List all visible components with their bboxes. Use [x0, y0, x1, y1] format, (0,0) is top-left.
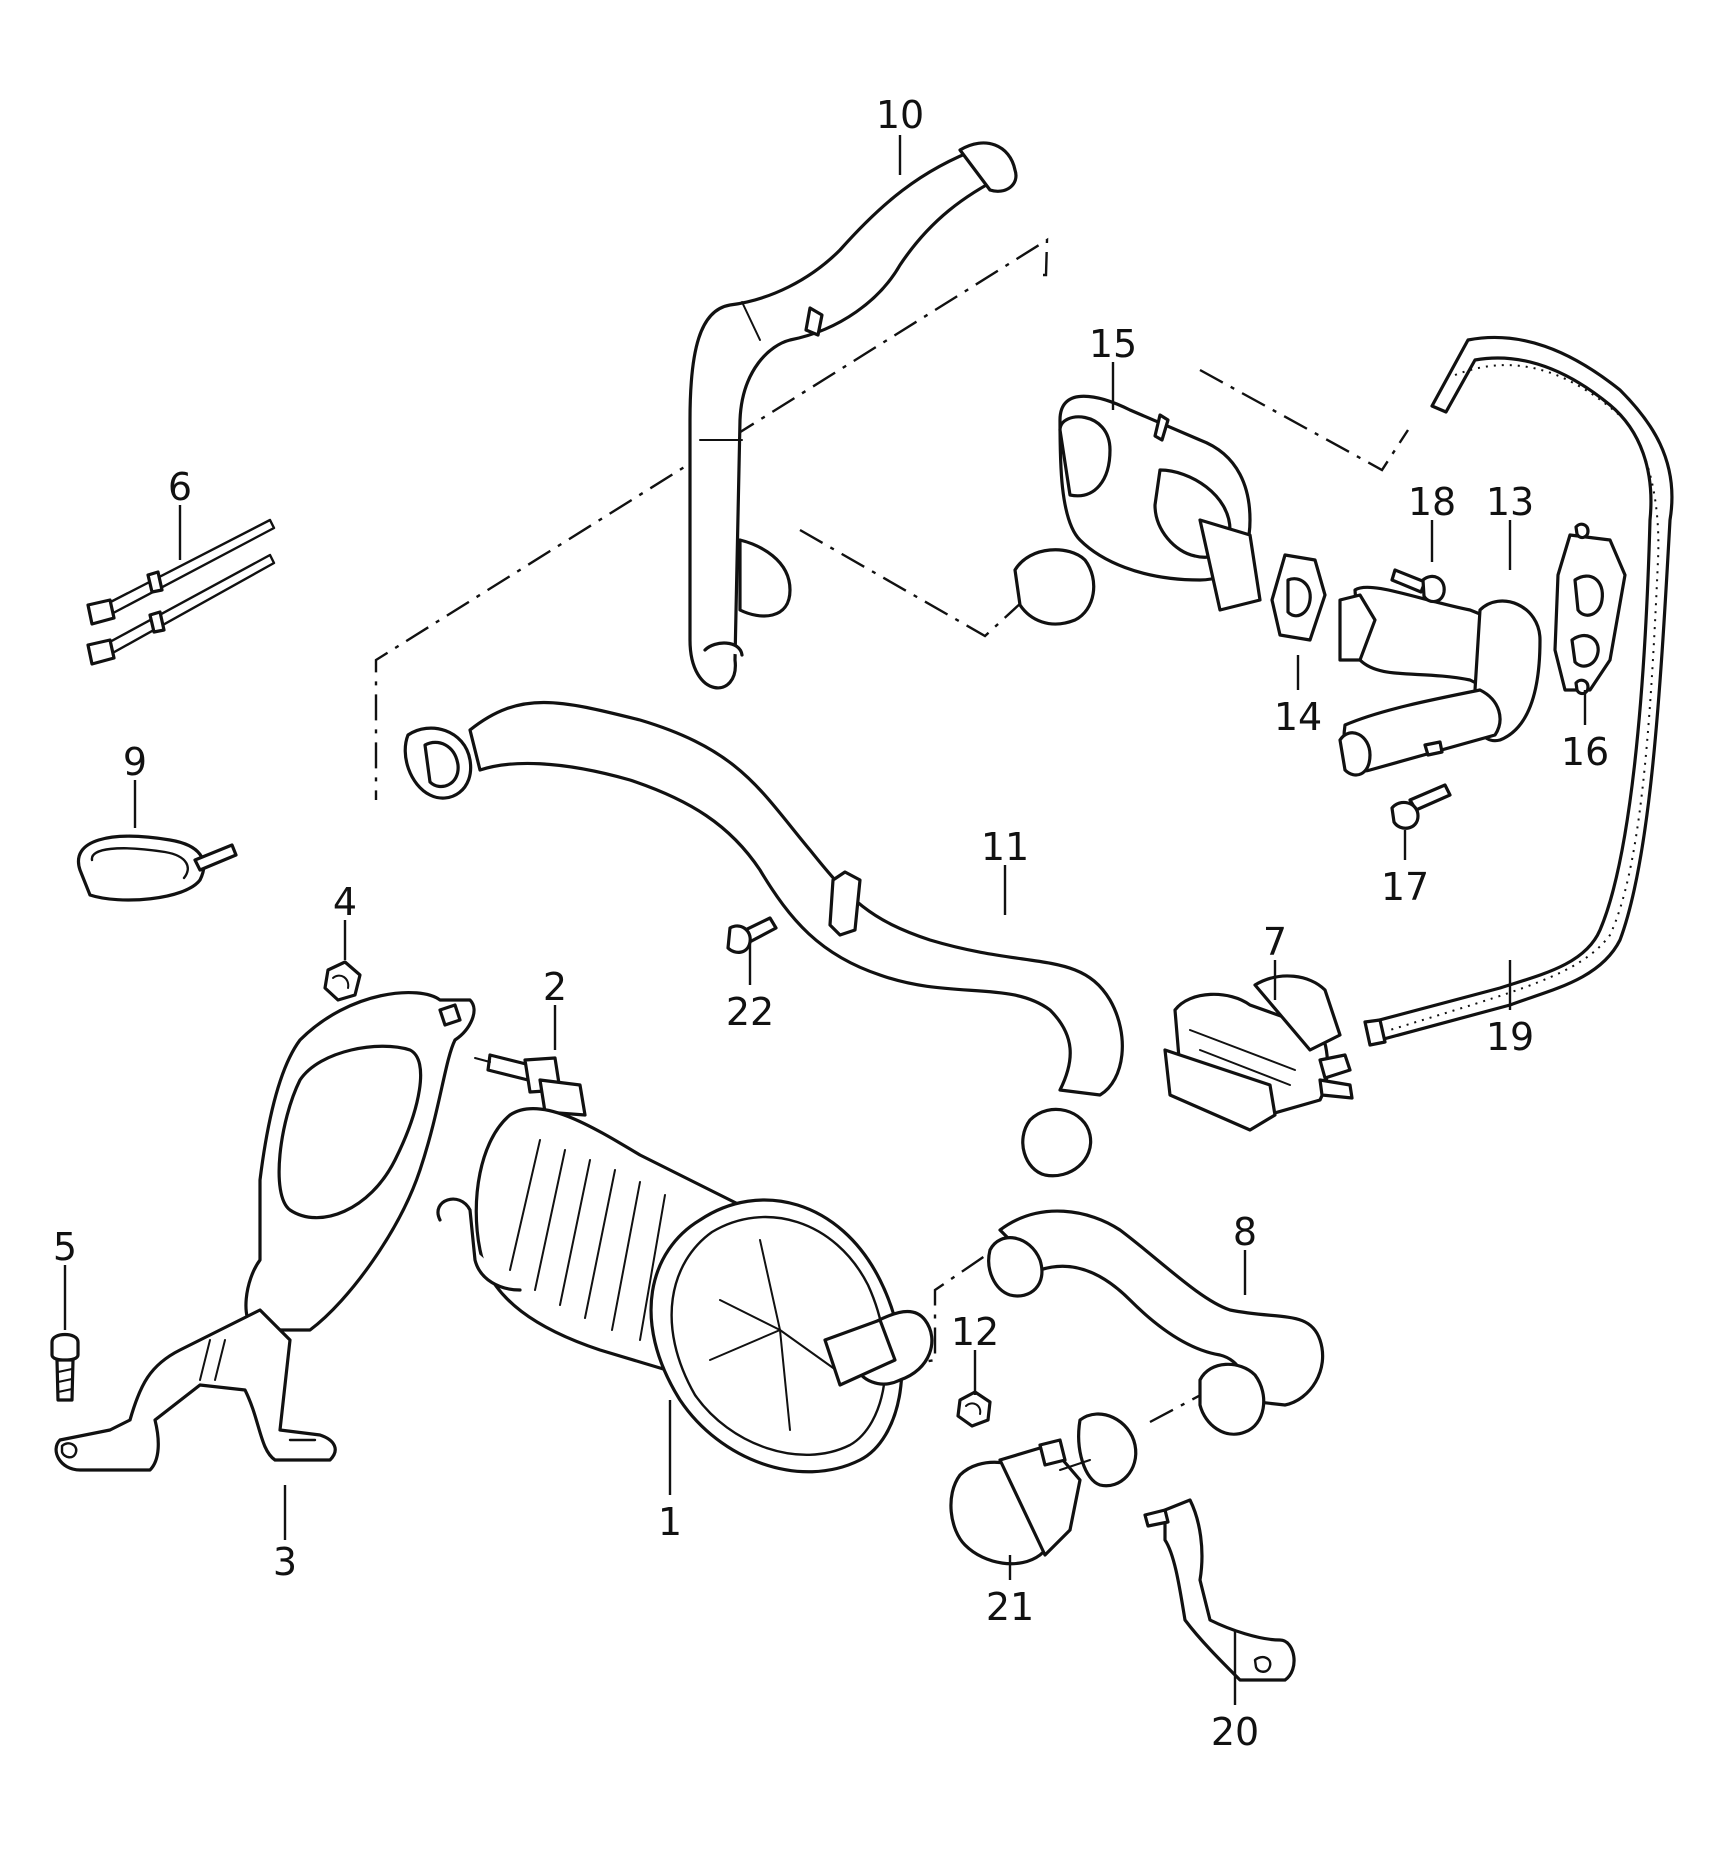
callout-11: 11 [981, 825, 1029, 869]
part-9-clamp-band [76, 834, 238, 902]
part-16-flange-gasket [1553, 522, 1627, 696]
part-7-solenoid-valve [1163, 974, 1354, 1132]
part-22-bolt [726, 916, 778, 954]
callout-14: 14 [1274, 695, 1322, 739]
callout-18: 18 [1408, 480, 1456, 524]
callout-labels: 1 2 3 4 5 6 7 8 9 10 11 12 13 14 15 16 1… [53, 93, 1609, 1754]
callout-2: 2 [543, 965, 567, 1009]
part-21-non-return-valve [949, 1412, 1138, 1566]
callout-4: 4 [333, 880, 357, 924]
part-4-nut [323, 960, 362, 1002]
callout-9: 9 [123, 740, 147, 784]
part-3-bracket [54, 990, 476, 1472]
part-6-cable-ties [86, 518, 276, 666]
part-18-bolt [1390, 568, 1446, 604]
part-15-combi-valve [1013, 394, 1262, 626]
callout-8: 8 [1233, 1210, 1257, 1254]
part-11-long-hose [403, 700, 1124, 1178]
callout-19: 19 [1486, 1015, 1534, 1059]
part-2-sensor [474, 1053, 587, 1117]
part-5-bolt [50, 1332, 80, 1402]
callout-13: 13 [1486, 480, 1534, 524]
part-8-lower-hose [987, 1209, 1325, 1436]
callout-22: 22 [726, 990, 774, 1034]
leader-lines [63, 135, 1587, 1705]
part-14-gasket [1270, 553, 1327, 642]
callout-6: 6 [168, 465, 192, 509]
callout-17: 17 [1381, 865, 1429, 909]
part-10-upper-hose [688, 141, 1018, 690]
part-19-vacuum-hose [1363, 335, 1674, 1047]
callout-10: 10 [876, 93, 924, 137]
callout-15: 15 [1089, 322, 1137, 366]
callout-5: 5 [53, 1225, 77, 1269]
callout-1: 1 [658, 1500, 682, 1544]
part-12-nut [956, 1390, 992, 1428]
part-20-bracket [1143, 1498, 1296, 1682]
callout-21: 21 [986, 1585, 1034, 1629]
dashed-connection-lines [374, 237, 1410, 1424]
callout-3: 3 [273, 1540, 297, 1584]
callout-16: 16 [1561, 730, 1609, 774]
callout-20: 20 [1211, 1710, 1259, 1754]
part-17-bolt [1390, 783, 1452, 830]
callout-7: 7 [1263, 920, 1287, 964]
part-1-air-pump [436, 1106, 934, 1474]
part-13-connection-pipe [1338, 585, 1542, 777]
callout-12: 12 [951, 1310, 999, 1354]
